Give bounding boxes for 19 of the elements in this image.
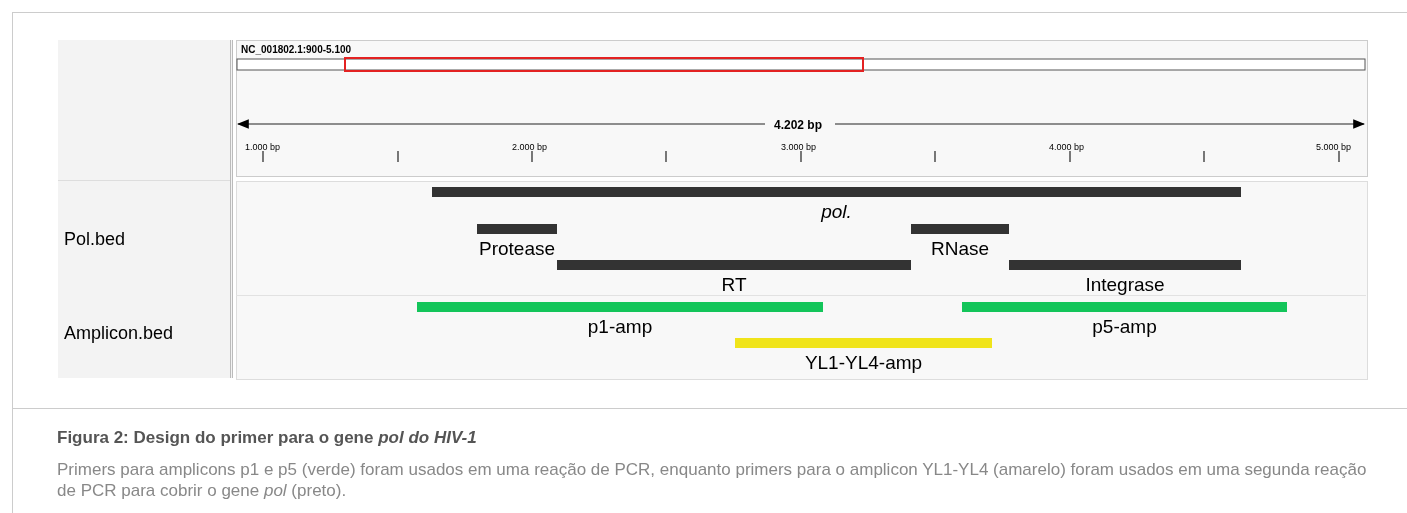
feature-label: RNase xyxy=(930,238,990,260)
feature-label: pol. xyxy=(821,201,852,223)
tick-label: 1.000 bp xyxy=(245,142,281,152)
feature-label: RT xyxy=(721,274,747,296)
tick-label: 4.000 bp xyxy=(1049,142,1085,152)
feature-label: p5-amp xyxy=(1092,316,1157,338)
tick-label: 2.000 bp xyxy=(512,142,548,152)
track-name: Amplicon.bed xyxy=(64,323,174,344)
feature-label: YL1-YL4-amp xyxy=(804,352,923,374)
locus-label: NC_001802.1:900-5.100 xyxy=(241,44,352,55)
figure-title: Figura 2: Design do primer para o gene pol do HIV-1 xyxy=(57,428,477,448)
figure-caption: Primers para amplicons p1 e p5 (verde) foram usados em uma reação de PCR, enquanto primers para o amplicon YL1-YL4 (amarelo) foram usados em uma segunda reação de PCR para cobrir o gene pol (preto). xyxy=(57,459,1368,501)
tick-label: 5.000 bp xyxy=(1316,142,1352,152)
feature-label: Protease xyxy=(479,238,555,260)
tick-label: 3.000 bp xyxy=(781,142,817,152)
track-name: Pol.bed xyxy=(64,229,126,250)
span-length-label: 4.202 bp xyxy=(774,118,823,132)
feature-label: Integrase xyxy=(1085,274,1165,296)
feature-label: p1-amp xyxy=(587,316,653,338)
